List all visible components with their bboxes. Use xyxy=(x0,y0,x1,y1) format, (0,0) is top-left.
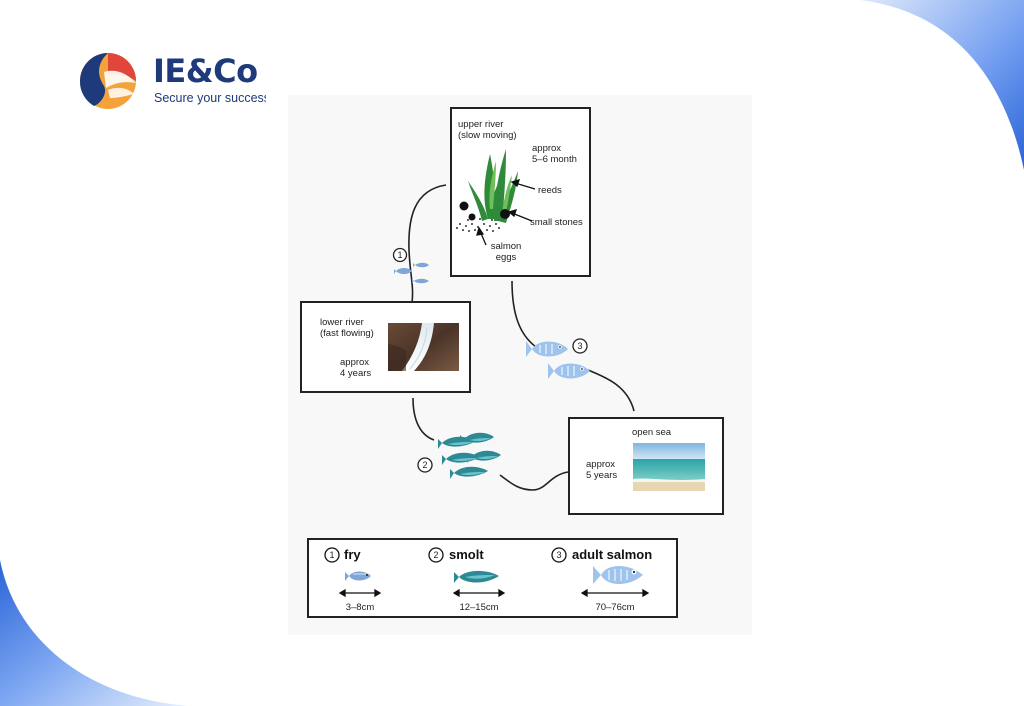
curve-upper-to-adult xyxy=(511,280,537,348)
adult-salmon-icon xyxy=(593,566,643,584)
sea-photo xyxy=(633,443,705,491)
open-sea-duration-value: 5 years xyxy=(586,470,618,481)
stage-marker-3 xyxy=(572,338,588,354)
stage-marker-2-number: 2 xyxy=(422,460,428,470)
label-small-stones: small stones xyxy=(530,217,583,228)
waterfall-photo xyxy=(388,323,459,371)
legend-1-number: 1 xyxy=(329,550,335,560)
legend-box: 1 2 3 fry smolt adult salmon 3–8cm 12–15… xyxy=(307,538,678,618)
legend-2-number: 2 xyxy=(433,550,439,560)
stone-icon xyxy=(500,209,510,219)
curve-smolt-to-sea xyxy=(499,471,569,491)
stage-marker-2 xyxy=(417,457,433,473)
label-salmon-eggs-1: salmon xyxy=(490,241,522,252)
brand-logo[interactable]: IE&Co Secure your success xyxy=(78,50,278,110)
upper-river-subtitle: (slow moving) xyxy=(458,130,517,141)
smolt-fish-icon xyxy=(454,570,499,583)
upper-river-title: upper river xyxy=(458,119,504,130)
corner-gradient-top-right xyxy=(860,0,1024,170)
legend-adult-salmon-size: 70–76cm xyxy=(595,602,635,613)
open-sea-title: open sea xyxy=(632,427,672,438)
curve-adult-to-sea xyxy=(587,369,635,412)
curve-lower-to-smolt xyxy=(412,397,435,441)
legend-adult-salmon-label: adult salmon xyxy=(572,547,653,562)
stage-fish-layer xyxy=(392,247,590,479)
curve-upper-to-lower xyxy=(408,184,447,304)
legend-3-number: 3 xyxy=(556,550,562,560)
fry-fish-icon xyxy=(345,571,371,581)
legend-fry-size: 3–8cm xyxy=(345,602,375,613)
reeds-illustration xyxy=(456,149,536,246)
stage-marker-1 xyxy=(392,247,408,263)
fry-fish-icon xyxy=(394,262,429,284)
label-salmon-eggs-2: eggs xyxy=(495,252,517,263)
lower-river-duration-value: 4 years xyxy=(340,368,372,379)
open-sea-box: open sea approx 5 years xyxy=(568,417,724,515)
legend-smolt-label: smolt xyxy=(449,547,484,562)
upper-river-box: upper river (slow moving) approx 5–6 mon… xyxy=(450,107,591,277)
label-reeds: reeds xyxy=(538,185,562,196)
upper-river-duration-value: 5–6 month xyxy=(532,154,577,165)
lower-river-box: lower river (fast flowing) approx 4 year… xyxy=(300,301,471,393)
legend-graphics xyxy=(324,547,650,598)
lower-river-duration-label: approx xyxy=(340,357,370,368)
brand-name: IE&Co xyxy=(153,52,258,90)
stone-icon xyxy=(468,213,476,221)
smolt-fish-icon xyxy=(438,432,501,479)
legend-fry-label: fry xyxy=(344,547,361,562)
stage-marker-1-number: 1 xyxy=(397,250,403,260)
brand-logo-icon xyxy=(79,53,136,109)
stone-icon xyxy=(459,201,469,211)
salmon-lifecycle-diagram: upper river (slow moving) approx 5–6 mon… xyxy=(288,95,752,635)
adult-salmon-icon xyxy=(526,341,590,379)
brand-tagline: Secure your success xyxy=(154,91,266,105)
stage-marker-3-number: 3 xyxy=(577,341,583,351)
open-sea-duration-label: approx xyxy=(586,459,616,470)
corner-gradient-bottom-left xyxy=(0,560,190,706)
connector-curves xyxy=(408,184,635,491)
upper-river-duration-label: approx xyxy=(532,143,562,154)
lower-river-title: lower river xyxy=(320,317,364,328)
lower-river-subtitle: (fast flowing) xyxy=(320,328,374,339)
legend-smolt-size: 12–15cm xyxy=(459,602,499,613)
